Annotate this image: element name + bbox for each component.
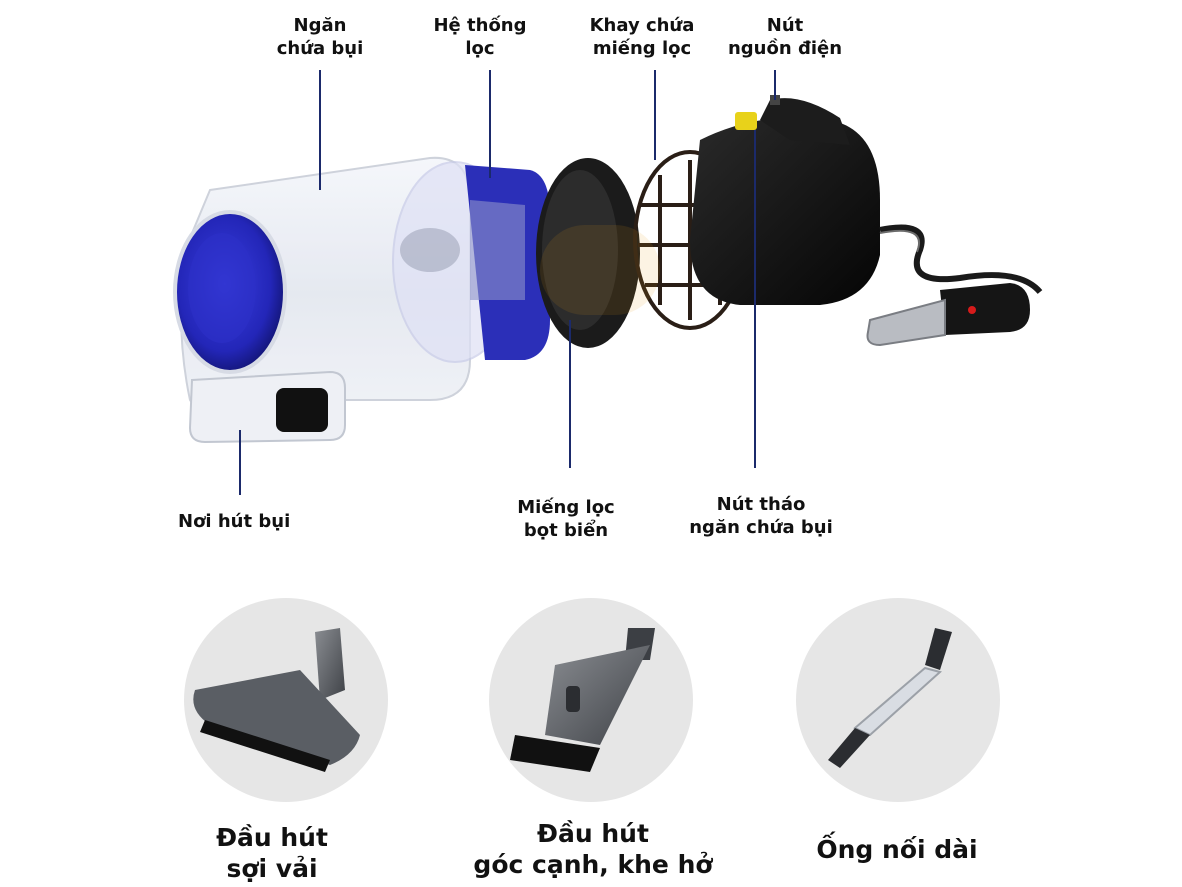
accessory-extension [796, 598, 1000, 802]
power-button-icon [735, 112, 757, 130]
leader-lines [239, 70, 776, 495]
extension-tube-icon [828, 628, 952, 768]
crevice-brush-icon [510, 628, 655, 772]
accessory-caption-extension: Ống nối dài [816, 835, 978, 864]
accessory-upholstery [184, 598, 388, 802]
filter-system-part [392, 161, 550, 363]
accessory-crevice [489, 598, 693, 802]
sponge-filter-part [536, 158, 640, 348]
watermark-shape [540, 225, 660, 315]
upholstery-brush-icon [193, 628, 360, 772]
car-charger-cord [866, 224, 1043, 347]
callout-suction-inlet: Nơi hút bụi [178, 511, 291, 532]
release-latch-icon [276, 388, 328, 432]
motor-body-part [690, 95, 880, 305]
